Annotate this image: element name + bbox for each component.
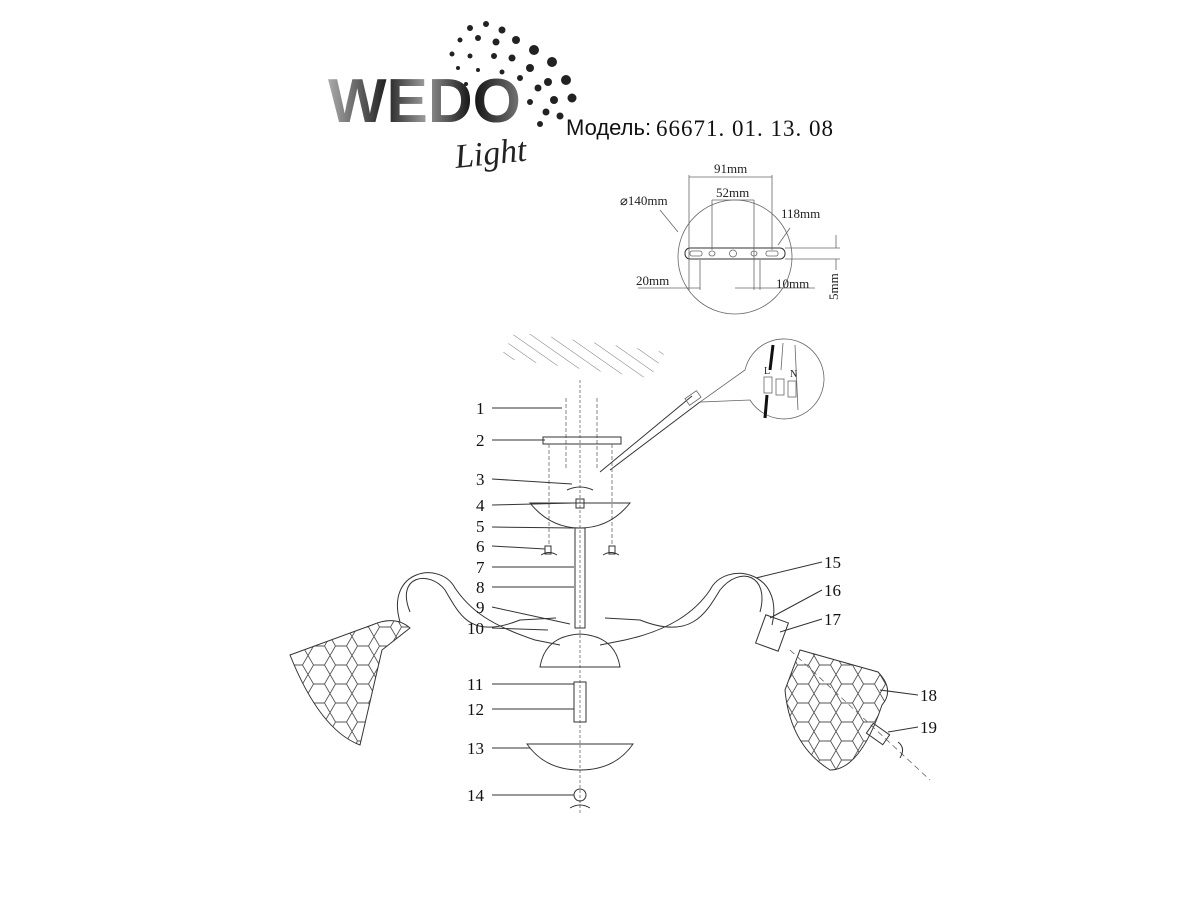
logo-subtitle: Light (452, 131, 530, 176)
part-label-13: 13 (467, 739, 484, 758)
part-label-5: 5 (476, 517, 485, 536)
part-label-6: 6 (476, 537, 485, 556)
part-label-9: 9 (476, 598, 485, 617)
part-label-1: 1 (476, 399, 485, 418)
part-label-3: 3 (476, 470, 485, 489)
part-label-16: 16 (824, 581, 841, 600)
wiring-inset: L N (599, 338, 825, 473)
dim-diameter-140mm: ⌀140mm (620, 193, 668, 208)
dim-5mm: 5mm (826, 273, 841, 300)
logo-wordmark: WEDO (328, 67, 521, 136)
part-label-7: 7 (476, 558, 485, 577)
part-label-15: 15 (824, 553, 841, 572)
part-label-4: 4 (476, 496, 485, 515)
part-label-10: 10 (467, 619, 484, 638)
part-label-19: 19 (920, 718, 937, 737)
part-labels-right: 15 16 17 18 19 (755, 553, 937, 737)
dim-91mm: 91mm (714, 161, 747, 176)
part-label-14: 14 (467, 786, 485, 805)
part-labels-left: 1 2 3 4 5 6 7 8 9 10 11 12 13 14 (467, 399, 575, 805)
dim-10mm: 10mm (776, 276, 809, 291)
dim-118mm: 118mm (781, 206, 820, 221)
part-label-17: 17 (824, 610, 842, 629)
wire-neutral-label: N (790, 369, 797, 380)
shade-right (784, 649, 931, 781)
model-number: 66671. 01. 13. 08 (656, 116, 834, 141)
ceiling-hatch (500, 332, 665, 378)
arms (397, 572, 790, 652)
shade-left (289, 620, 411, 746)
wire-live-label: L (764, 366, 770, 377)
part-label-12: 12 (467, 700, 484, 719)
part-label-2: 2 (476, 431, 485, 450)
logo-dot-swirl (449, 21, 577, 127)
dim-20mm: 20mm (636, 273, 669, 288)
model-label: Модель: (566, 115, 651, 140)
part-label-8: 8 (476, 578, 485, 597)
part-label-18: 18 (920, 686, 937, 705)
dim-52mm: 52mm (716, 185, 749, 200)
mounting-plate-detail: 91mm 52mm ⌀140mm 118mm 20mm 10mm 5mm (620, 161, 841, 315)
center-assembly (526, 380, 634, 815)
part-label-11: 11 (467, 675, 483, 694)
brand-logo: WEDO Light (328, 21, 577, 176)
